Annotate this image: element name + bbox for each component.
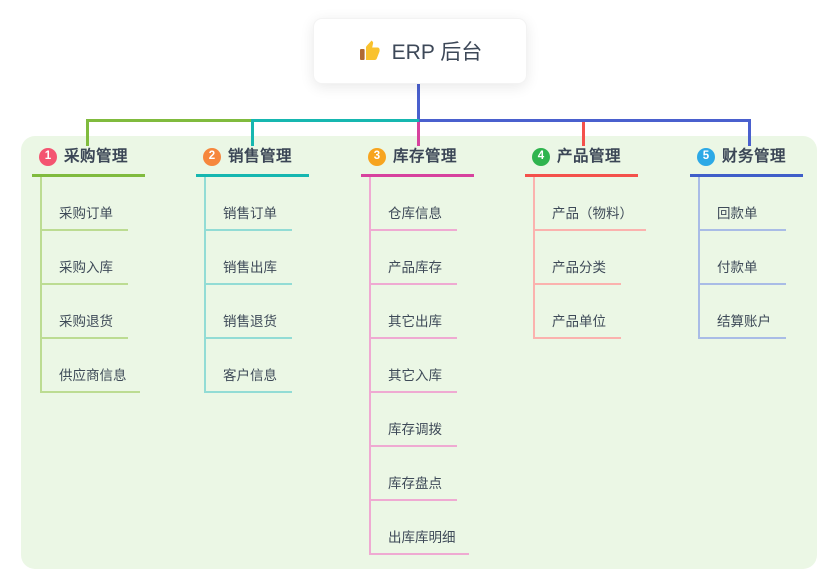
branch-children: 采购订单采购入库采购退货供应商信息: [40, 177, 140, 393]
branch-label: 销售管理: [228, 148, 293, 165]
child-label: 采购入库: [59, 259, 113, 275]
child-node[interactable]: 结算账户: [700, 285, 786, 339]
branch-children: 仓库信息产品库存其它出库其它入库库存调拨库存盘点出库库明细: [369, 177, 469, 555]
child-node[interactable]: 采购退货: [42, 285, 128, 339]
branch-label: 采购管理: [64, 148, 129, 165]
root-node-erp[interactable]: ERP 后台: [313, 18, 527, 84]
child-node[interactable]: 产品单位: [535, 285, 621, 339]
branch-index-badge: 5: [697, 147, 715, 166]
connector-drop-5: [748, 119, 751, 146]
child-label: 产品分类: [552, 259, 606, 275]
thumbs-up-icon: [358, 39, 382, 63]
branch-header-5[interactable]: 5 财务管理: [690, 146, 803, 177]
child-label: 库存盘点: [388, 475, 442, 491]
child-label: 销售出库: [223, 259, 277, 275]
branch-header-1[interactable]: 1 采购管理: [32, 146, 145, 177]
connector-bus-green: [86, 119, 253, 122]
branch-label: 产品管理: [557, 148, 622, 165]
child-node[interactable]: 采购入库: [42, 231, 128, 285]
child-node[interactable]: 供应商信息: [42, 339, 140, 393]
branch-1: 1 采购管理 采购订单采购入库采购退货供应商信息: [32, 146, 145, 393]
root-title: ERP 后台: [391, 41, 483, 64]
child-label: 产品（物料）: [552, 205, 633, 221]
child-node[interactable]: 采购订单: [42, 177, 128, 231]
connector-drop-2: [251, 119, 254, 146]
branch-children: 回款单付款单结算账户: [698, 177, 786, 339]
branch-label: 库存管理: [393, 148, 458, 165]
child-node[interactable]: 库存调拨: [371, 393, 457, 447]
child-label: 结算账户: [717, 313, 771, 329]
child-node[interactable]: 产品（物料）: [535, 177, 646, 231]
child-node[interactable]: 出库库明细: [371, 501, 469, 555]
connector-bus-teal: [253, 119, 419, 122]
connector-drop-3: [417, 122, 420, 146]
child-label: 其它出库: [388, 313, 442, 329]
branch-index-badge: 2: [203, 147, 221, 166]
child-node[interactable]: 销售出库: [206, 231, 292, 285]
branch-5: 5 财务管理 回款单付款单结算账户: [690, 146, 803, 339]
branch-index-badge: 1: [39, 147, 57, 166]
child-label: 产品库存: [388, 259, 442, 275]
child-label: 采购退货: [59, 313, 113, 329]
child-node[interactable]: 回款单: [700, 177, 786, 231]
branch-label: 财务管理: [722, 148, 787, 165]
branch-index-badge: 4: [532, 147, 550, 166]
child-label: 回款单: [717, 205, 758, 221]
branch-children: 销售订单销售出库销售退货客户信息: [204, 177, 292, 393]
connector-root-vertical: [417, 82, 420, 120]
child-label: 仓库信息: [388, 205, 442, 221]
branch-header-4[interactable]: 4 产品管理: [525, 146, 638, 177]
child-node[interactable]: 销售退货: [206, 285, 292, 339]
child-node[interactable]: 产品库存: [371, 231, 457, 285]
child-node[interactable]: 客户信息: [206, 339, 292, 393]
child-label: 销售订单: [223, 205, 277, 221]
branch-2: 2 销售管理 销售订单销售出库销售退货客户信息: [196, 146, 309, 393]
branch-index-badge: 3: [368, 147, 386, 166]
connector-bus-blue: [419, 119, 751, 122]
branch-4: 4 产品管理 产品（物料） 产品分类产品单位: [525, 146, 646, 339]
connector-drop-1: [86, 119, 89, 146]
child-label: 库存调拨: [388, 421, 442, 437]
branch-children: 产品（物料） 产品分类产品单位: [533, 177, 646, 339]
child-node[interactable]: 仓库信息: [371, 177, 457, 231]
child-node[interactable]: 销售订单: [206, 177, 292, 231]
child-node[interactable]: 付款单: [700, 231, 786, 285]
branch-3: 3 库存管理 仓库信息产品库存其它出库其它入库库存调拨库存盘点出库库明细: [361, 146, 474, 555]
child-label: 销售退货: [223, 313, 277, 329]
connector-drop-4: [582, 122, 585, 146]
branch-header-2[interactable]: 2 销售管理: [196, 146, 309, 177]
child-label: 其它入库: [388, 367, 442, 383]
mindmap-board-background: [21, 136, 817, 569]
child-label: 客户信息: [223, 367, 277, 383]
child-label: 产品单位: [552, 313, 606, 329]
branch-header-3[interactable]: 3 库存管理: [361, 146, 474, 177]
child-node[interactable]: 其它入库: [371, 339, 457, 393]
child-label: 供应商信息: [59, 367, 127, 383]
child-label: 付款单: [717, 259, 758, 275]
child-node[interactable]: 产品分类: [535, 231, 621, 285]
child-label: 出库库明细: [388, 529, 456, 545]
child-node[interactable]: 库存盘点: [371, 447, 457, 501]
child-node[interactable]: 其它出库: [371, 285, 457, 339]
child-label: 采购订单: [59, 205, 113, 221]
